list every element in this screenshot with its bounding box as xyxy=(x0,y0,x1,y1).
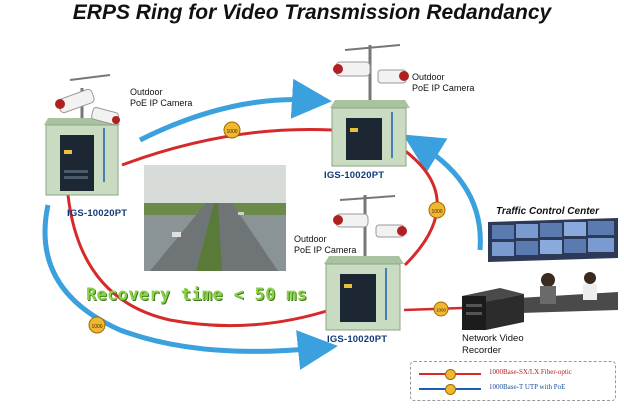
legend: 1000Base-SX/LX Fiber-optic 1000Base-T UT… xyxy=(410,361,616,401)
camera-label-left: Outdoor PoE IP Camera xyxy=(130,87,192,109)
legend-item-fiber: 1000Base-SX/LX Fiber-optic xyxy=(419,367,615,381)
camera-label-line2: PoE IP Camera xyxy=(130,98,193,108)
nvr-label-line1: Network Video xyxy=(462,333,524,344)
camera-label-line1: Outdoor xyxy=(294,234,327,244)
ring-arrow-bottom xyxy=(42,204,338,370)
badge-text-1: 1000 xyxy=(226,129,237,135)
switch-label-top: IGS-10020PT xyxy=(324,170,385,181)
legend-badge-icon xyxy=(445,369,456,380)
recovery-time-text: Recovery time < 50 ms xyxy=(86,285,308,305)
ring-arrow-right xyxy=(402,134,483,251)
cabinet-top xyxy=(330,44,410,167)
camera-label-top: Outdoor PoE IP Camera xyxy=(412,72,474,94)
fiber-link-left xyxy=(66,194,331,328)
diagram-title: ERPS Ring for Video Transmission Redanda… xyxy=(72,1,552,24)
camera-left xyxy=(55,74,120,125)
legend-text-fiber: 1000Base-SX/LX Fiber-optic xyxy=(489,368,572,376)
cabinet-left xyxy=(44,88,120,196)
legend-badge-icon xyxy=(445,384,456,395)
legend-item-utp: 1000Base-T UTP with PoE xyxy=(419,382,615,396)
camera-bottom xyxy=(333,213,407,238)
nvr-label: Network Video Recorder xyxy=(462,333,524,357)
camera-label-line2: PoE IP Camera xyxy=(412,83,475,93)
badge-text-4: 1000 xyxy=(436,308,447,313)
camera-label-line1: Outdoor xyxy=(130,87,163,97)
badge-text-3: 1000 xyxy=(91,324,102,330)
badge-text-2: 1000 xyxy=(431,209,442,215)
nvr-graphic xyxy=(462,288,524,330)
link-badge-4: 1000 xyxy=(433,301,449,317)
link-badge-1: 1000 xyxy=(223,121,241,139)
switch-label-left: IGS-10020PT xyxy=(67,208,128,219)
link-badge-2: 1000 xyxy=(428,201,446,219)
camera-label-line2: PoE IP Camera xyxy=(294,245,357,255)
fiber-link-nvr xyxy=(403,306,463,312)
camera-label-line1: Outdoor xyxy=(412,72,445,82)
link-badge-3: 1000 xyxy=(88,316,106,334)
ring-arrow-top xyxy=(138,78,332,143)
nvr-label-line2: Recorder xyxy=(462,345,502,356)
highway-photo xyxy=(144,165,286,271)
switch-label-bottom: IGS-10020PT xyxy=(327,334,388,345)
cabinet-bottom xyxy=(324,195,404,331)
legend-text-utp: 1000Base-T UTP with PoE xyxy=(489,383,566,391)
traffic-center-label: Traffic Control Center xyxy=(496,206,599,217)
camera-top xyxy=(333,61,409,84)
camera-label-bottom: Outdoor PoE IP Camera xyxy=(294,234,356,256)
